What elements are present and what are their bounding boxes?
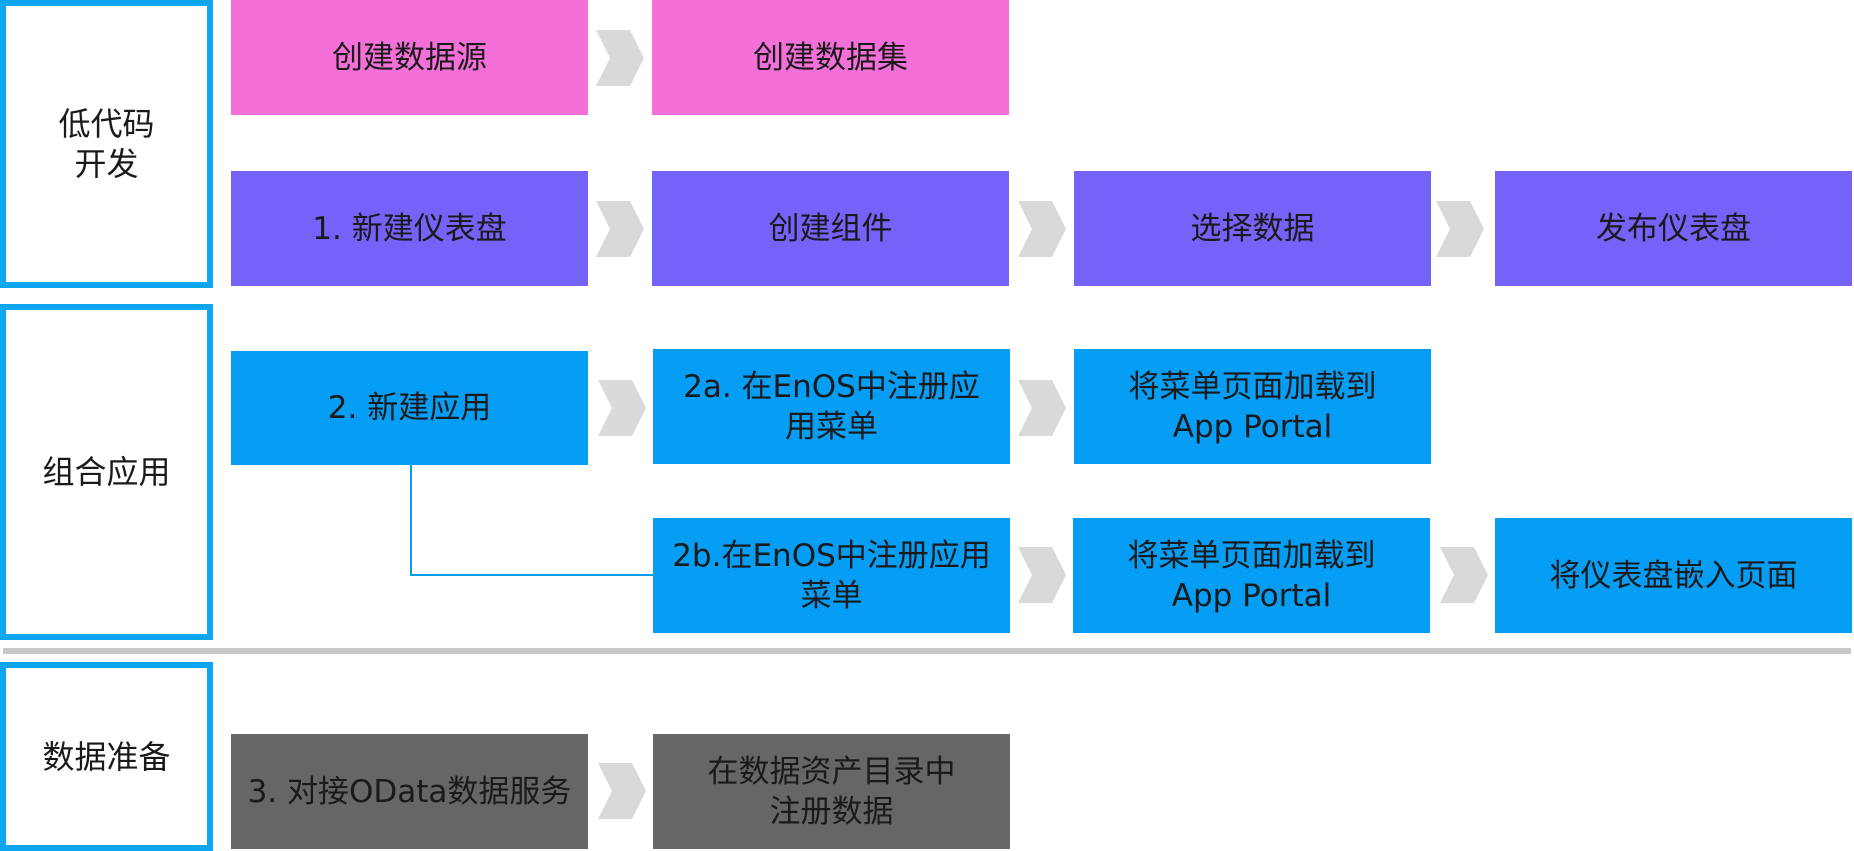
box-embed-dashboard: 将仪表盘嵌入页面 [1495,518,1852,633]
box-select-data-label: 选择数据 [1190,210,1315,247]
section-compose-label: 组合应用 [42,453,171,491]
arrow-right-icon [596,201,644,257]
box-new-dashboard-label: 1. 新建仪表盘 [312,210,507,247]
arrow-right-icon [596,30,644,86]
arrow-right-icon [1018,201,1066,257]
box-publish-dashboard-label: 发布仪表盘 [1596,210,1751,247]
box-create-component: 创建组件 [652,171,1009,286]
box-register-menu-b-label: 2b.在EnOS中注册应用 菜单 [672,537,991,614]
box-load-portal-b: 将菜单页面加载到 App Portal [1073,518,1430,633]
box-new-app: 2. 新建应用 [231,351,588,465]
box-load-portal-b-label: 将菜单页面加载到 App Portal [1127,537,1376,614]
box-register-menu-a: 2a. 在EnOS中注册应 用菜单 [653,349,1010,464]
box-new-dashboard: 1. 新建仪表盘 [231,171,588,286]
box-register-data-label: 在数据资产目录中 注册数据 [707,753,956,830]
box-create-dataset: 创建数据集 [652,0,1009,115]
arrow-right-icon [1440,547,1488,603]
box-register-data: 在数据资产目录中 注册数据 [653,734,1010,849]
box-select-data: 选择数据 [1074,171,1431,286]
box-create-datasource: 创建数据源 [231,0,588,115]
box-create-datasource-label: 创建数据源 [332,39,487,76]
arrow-right-icon [598,763,646,819]
arrow-right-icon [1436,201,1484,257]
box-odata-service: 3. 对接OData数据服务 [231,734,588,849]
box-new-app-label: 2. 新建应用 [327,390,492,426]
arrow-right-icon [1018,380,1066,436]
box-register-menu-a-label: 2a. 在EnOS中注册应 用菜单 [683,368,980,445]
arrow-right-icon [1018,547,1066,603]
section-dataprep-label: 数据准备 [42,737,171,776]
arrow-right-icon [598,380,646,436]
box-publish-dashboard: 发布仪表盘 [1495,171,1852,286]
section-divider [3,648,1851,654]
section-dataprep: 数据准备 [0,662,213,851]
section-lowcode-label: 低代码 开发 [58,105,155,183]
box-load-portal-a-label: 将菜单页面加载到 App Portal [1128,368,1377,445]
box-odata-service-label: 3. 对接OData数据服务 [247,773,572,810]
section-lowcode: 低代码 开发 [0,0,213,288]
box-embed-dashboard-label: 将仪表盘嵌入页面 [1549,557,1798,594]
box-register-menu-b: 2b.在EnOS中注册应用 菜单 [653,518,1010,633]
box-load-portal-a: 将菜单页面加载到 App Portal [1074,349,1431,464]
box-create-dataset-label: 创建数据集 [753,39,908,76]
box-create-component-label: 创建组件 [768,210,893,247]
section-compose: 组合应用 [0,304,213,640]
